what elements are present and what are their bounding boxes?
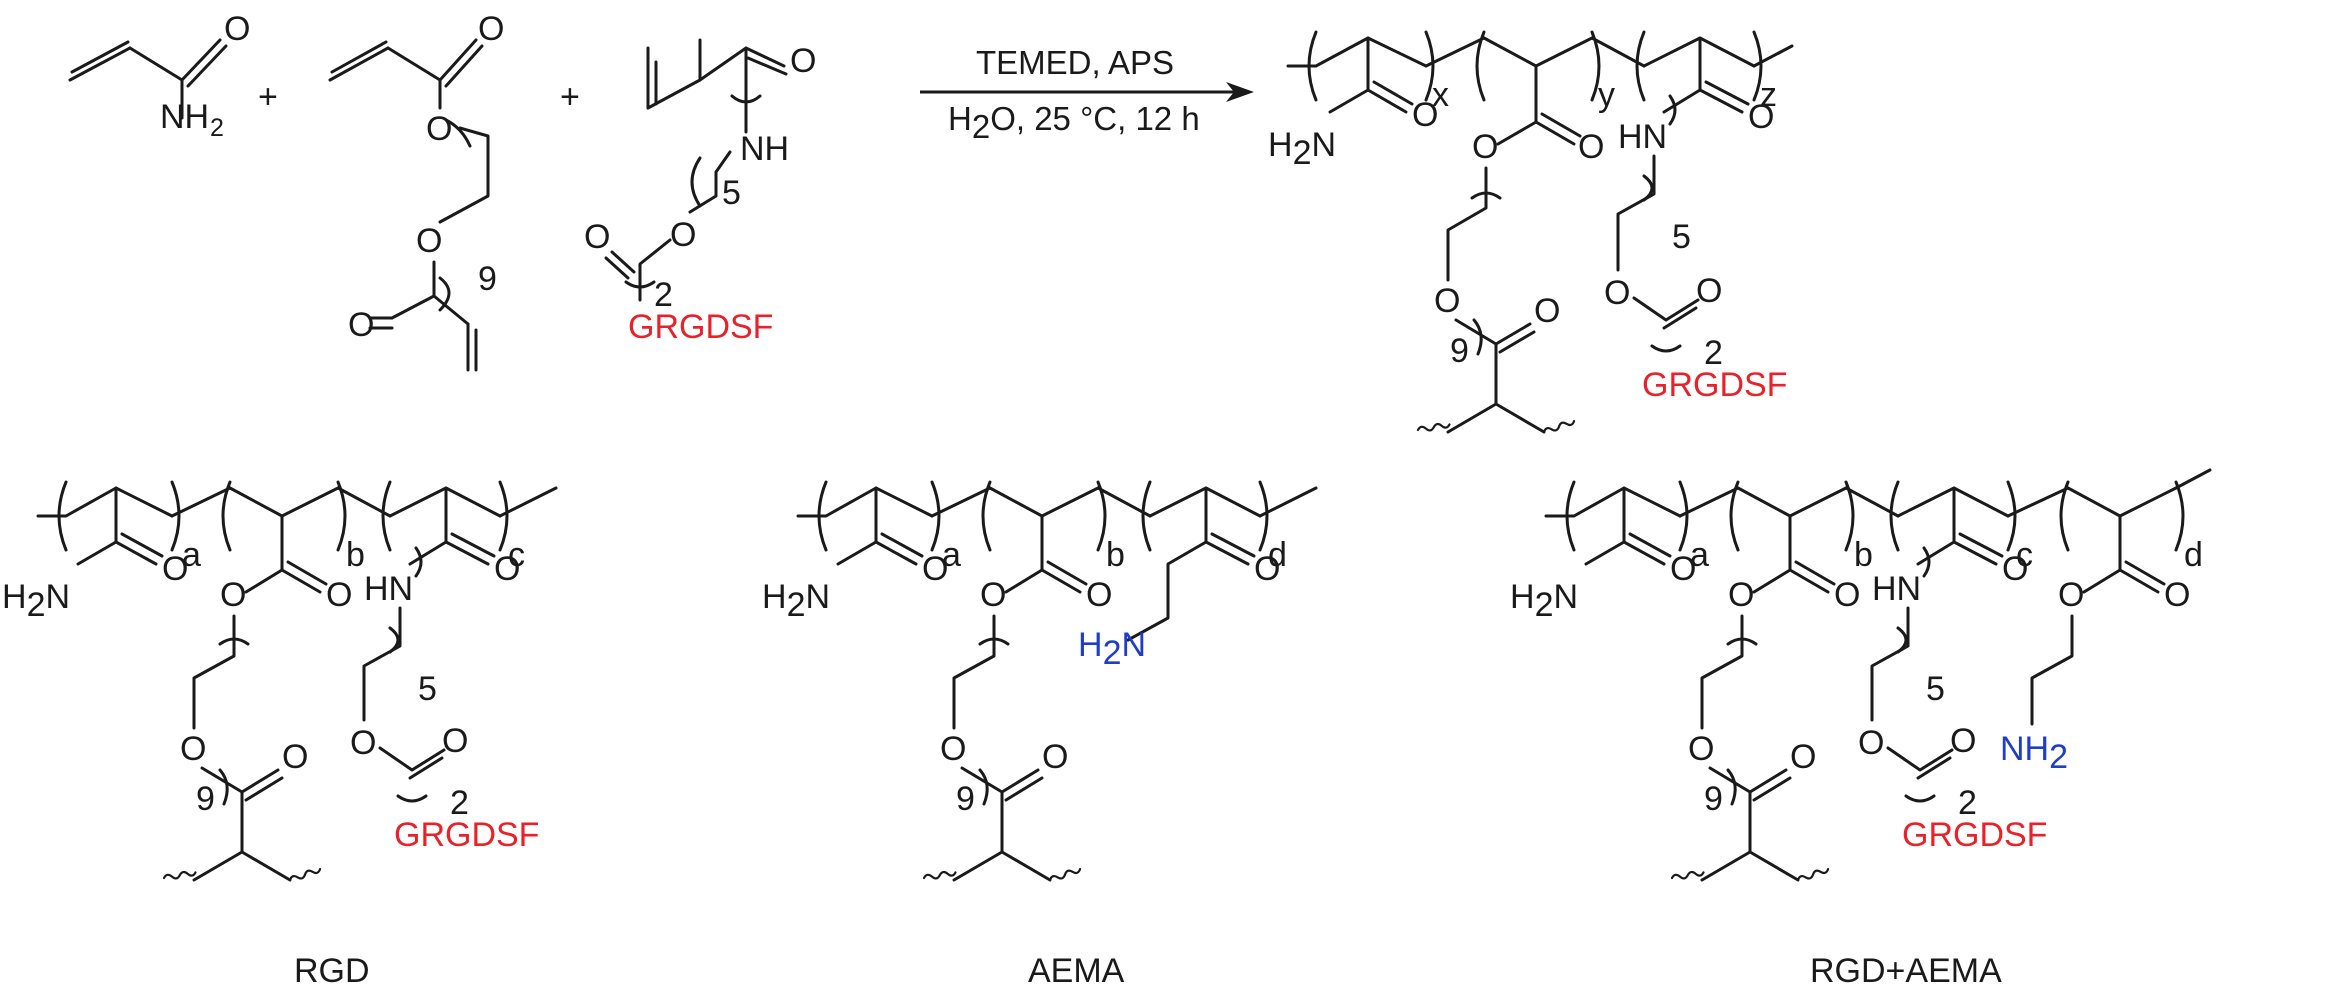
atom-nh: NH [160,98,209,136]
amine-h2n: H2N [1268,126,1336,172]
atom-hn: HN [1618,118,1667,156]
subscript: 2 [210,114,224,142]
atom-o: O [1688,730,1714,768]
atom-o: O [162,550,188,588]
atom-o: O [1834,576,1860,614]
atom-o: O [1950,722,1976,760]
atom-o: O [1434,282,1460,320]
atom-o: O [1412,96,1438,134]
repeat-nine: 9 [478,260,497,298]
atom-o: O [1086,576,1112,614]
product-polymer: x y z O H2N O O O 9 O O HN 5 O O [1268,30,1794,436]
reaction-conditions-bottom: H2O, 25 °C, 12 h [948,100,1200,145]
atom-o: O [584,218,610,256]
atom-o: O [922,550,948,588]
atom-o: O [670,216,696,254]
repeat-five: 5 [1926,670,1945,708]
repeat-index-z: z [1760,76,1777,114]
atom-o: O [2058,576,2084,614]
atom-o: O [1728,576,1754,614]
repeat-nine: 9 [1704,780,1723,818]
repeat-five: 5 [1672,218,1691,256]
atom-o: O [1604,274,1630,312]
amine-h2n: H2N [762,578,830,624]
amine-h2n: H2N [1510,578,1578,624]
repeat-nine: 9 [196,780,215,818]
repeat-nine: 9 [956,780,975,818]
repeat-index-a: a [942,536,961,574]
atom-o: O [1790,738,1816,776]
repeat-index-b: b [1854,536,1873,574]
atom-hn: HN [1872,570,1921,608]
repeat-two: 2 [654,276,673,314]
atom-o: O [224,10,250,48]
atom-o: O [494,550,520,588]
atom-o: O [282,738,308,776]
atom-o: O [940,730,966,768]
repeat-index-a: a [1690,536,1709,574]
caption-aema: AEMA [1028,952,1125,988]
plus-sign: + [258,78,278,116]
atom-o: O [180,730,206,768]
peptide-label: GRGDSF [628,308,773,346]
repeat-two: 2 [450,784,469,822]
atom-o: O [1254,550,1280,588]
repeat-five: 5 [722,174,741,212]
atom-o: O [1472,128,1498,166]
atom-o: O [1042,738,1068,776]
repeat-two: 2 [1958,784,1977,822]
amine-h2n: H2N [2,578,70,624]
atom-o: O [2002,550,2028,588]
rgd-polymer: a b c O H2N O O O 9 O O HN 5 O O 2 GRGDS… [2,480,558,884]
atom-o: O [1696,272,1722,310]
repeat-nine: 9 [1450,332,1469,370]
atom-o: O [1670,550,1696,588]
acrylamide-monomer: O NH 2 [68,10,250,142]
atom-o: O [220,576,246,614]
repeat-index-a: a [182,536,201,574]
atom-o: O [980,576,1006,614]
reaction-arrow: TEMED, APS H2O, 25 °C, 12 h [920,44,1254,145]
rgd-aema-polymer: a b c d O H2N O O O 9 O O HN 5 O O 2 [1510,468,2212,884]
pegda-monomer: O O O 9 O [328,10,504,372]
atom-o: O [348,306,374,344]
atom-hn: HN [364,570,413,608]
repeat-index-b: b [346,536,365,574]
atom-o: O [1858,724,1884,762]
repeat-index-y: y [1598,76,1615,114]
amine-nh2-blue: NH2 [2000,730,2068,776]
repeat-index-x: x [1432,76,1449,114]
peptide-label: GRGDSF [394,816,539,854]
atom-o: O [350,724,376,762]
atom-o: O [442,722,468,760]
atom-o: O [1534,292,1560,330]
plus-sign: + [560,78,580,116]
atom-o: O [1748,98,1774,136]
caption-rgd: RGD [294,952,370,988]
repeat-index-d: d [2184,536,2203,574]
rgd-monomer: O NH 5 O O 2 GRGDSF [584,38,816,346]
repeat-index-c: c [508,536,525,574]
aema-polymer: a b d O H2N O O O 9 O O H2N [762,480,1318,884]
atom-o: O [426,110,452,148]
repeat-five: 5 [418,670,437,708]
amine-h2n-blue: H2N [1078,626,1146,672]
peptide-label: GRGDSF [1902,816,2047,854]
caption-rgd-aema: RGD+AEMA [1810,952,2002,988]
atom-o: O [790,42,816,80]
repeat-index-c: c [2016,536,2033,574]
atom-o: O [478,10,504,48]
atom-o: O [2164,576,2190,614]
repeat-two: 2 [1704,334,1723,372]
atom-nh: NH [740,130,789,168]
peptide-label: GRGDSF [1642,366,1787,404]
repeat-index-b: b [1106,536,1125,574]
repeat-index-d: d [1268,536,1287,574]
atom-o: O [326,576,352,614]
atom-o: O [1578,128,1604,166]
reaction-conditions-top: TEMED, APS [976,44,1174,81]
atom-o: O [416,222,442,260]
